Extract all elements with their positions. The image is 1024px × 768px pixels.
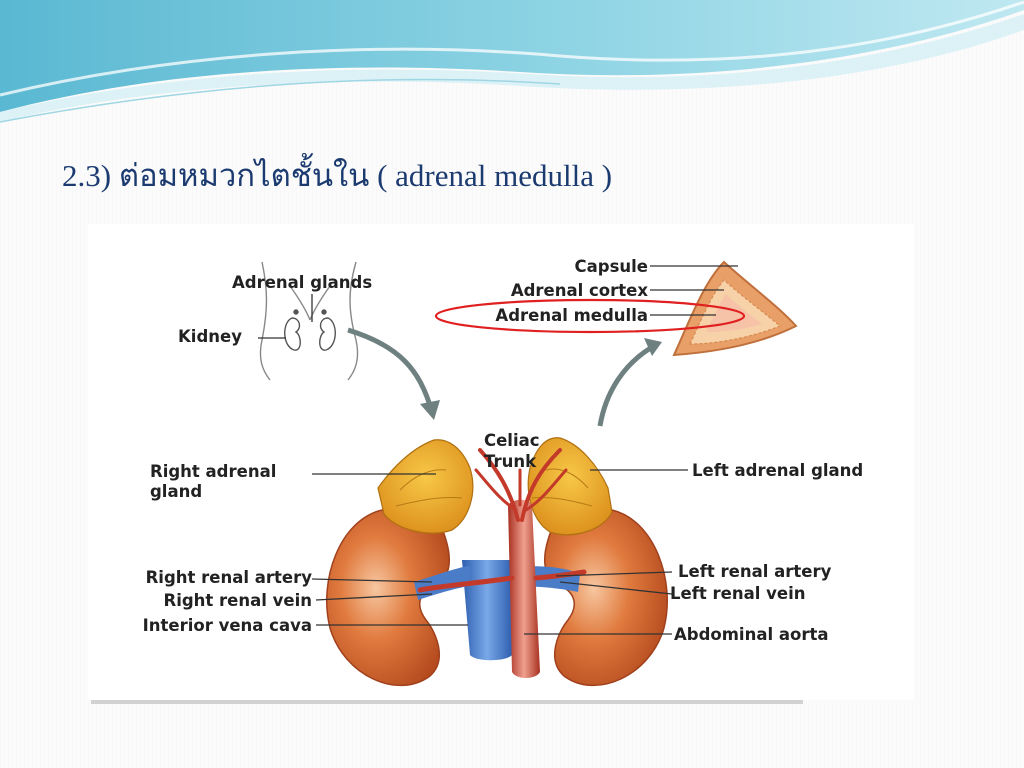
header-wave-decoration	[0, 0, 1024, 123]
label-celiac: Celiac	[484, 431, 540, 450]
label-kidney: Kidney	[178, 327, 242, 346]
label-interior-vena-cava: Interior vena cava	[142, 616, 312, 635]
abdominal-aorta	[508, 499, 540, 678]
label-left-renal-artery: Left renal artery	[678, 562, 832, 581]
label-right-renal-artery: Right renal artery	[145, 568, 312, 587]
label-right-adrenal-gland-line2: gland	[150, 482, 203, 501]
label-leader-lines	[258, 265, 738, 635]
label-adrenal-medulla: Adrenal medulla	[495, 306, 648, 325]
arteries	[417, 448, 587, 593]
label-right-renal-vein: Right renal vein	[163, 591, 312, 610]
left-kidney	[543, 507, 668, 686]
torso-sketch	[259, 261, 359, 381]
mini-kidneys	[284, 309, 336, 351]
label-adrenal-cortex: Adrenal cortex	[510, 281, 648, 300]
label-trunk: Trunk	[484, 452, 537, 471]
title-number: 2.3)	[62, 158, 112, 193]
label-right-adrenal-gland-line1: Right adrenal	[150, 462, 277, 481]
label-abdominal-aorta: Abdominal aorta	[674, 625, 829, 644]
label-capsule: Capsule	[574, 257, 648, 276]
right-adrenal-gland	[377, 439, 474, 534]
label-adrenal-glands: Adrenal glands	[232, 273, 373, 292]
label-left-adrenal-gland: Left adrenal gland	[692, 461, 864, 480]
title-english: ( adrenal medulla )	[377, 158, 613, 193]
figure-right-margin	[800, 224, 914, 700]
right-kidney	[326, 507, 451, 686]
left-adrenal-gland	[527, 437, 613, 536]
highlight-ring	[434, 298, 746, 334]
title-thai: ต่อมหมวกไตชั้นใน	[118, 158, 370, 193]
slide-title: 2.3) ต่อมหมวกไตชั้นใน ( adrenal medulla …	[62, 150, 612, 200]
adrenal-cross-section	[672, 260, 798, 357]
label-left-renal-vein: Left renal vein	[670, 584, 806, 603]
